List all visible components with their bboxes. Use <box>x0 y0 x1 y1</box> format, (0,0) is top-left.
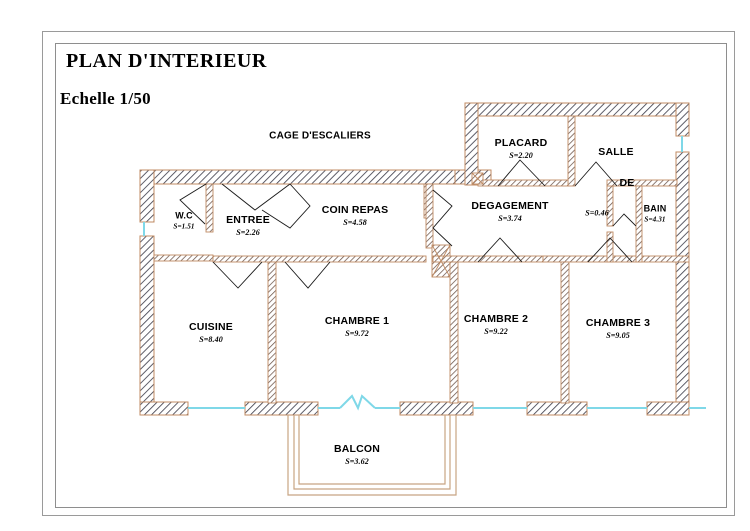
room-label-coin-repas: COIN REPAS S=4.58 <box>322 204 389 228</box>
room-name: CHAMBRE 3 <box>585 316 651 329</box>
scale-label: Echelle 1/50 <box>60 89 151 108</box>
door-chambre1 <box>284 261 331 289</box>
room-name: CHAMBRE 1 <box>324 314 390 327</box>
room-area: S=3.62 <box>345 457 369 467</box>
duct-cross-mark <box>431 244 451 278</box>
balcony-door-break <box>339 394 376 411</box>
wall-left-exterior-b <box>139 235 155 416</box>
room-name: BALCON <box>333 442 381 455</box>
wall-bottom-seg-3 <box>399 401 474 416</box>
partition-niche-right <box>635 185 643 263</box>
partition-below-degagement <box>432 255 544 263</box>
label-salle: SALLE <box>598 146 634 158</box>
wall-right-upper-a <box>675 102 690 137</box>
balcony-edge-outer <box>287 415 457 496</box>
label-de: DE <box>619 177 635 189</box>
room-area: S=0.46 <box>585 208 609 218</box>
room-area: S=1.51 <box>173 222 195 231</box>
room-area: S=9.22 <box>484 327 508 337</box>
door-cuisine <box>212 261 263 289</box>
room-area: S=8.40 <box>199 335 223 345</box>
room-label-degagement: DEGAGEMENT S=3.74 <box>471 200 548 224</box>
label-niche-area: S=0.46 <box>585 208 609 219</box>
room-area: S=4.58 <box>343 218 367 228</box>
wall-bottom-seg-5 <box>646 401 690 416</box>
partition-wc-horizontal <box>153 254 214 262</box>
partition-placard-bottom <box>477 179 569 187</box>
room-label-chambre-2: CHAMBRE 2 S=9.22 <box>464 313 528 337</box>
room-area: S=9.72 <box>345 329 369 339</box>
room-area: S=4.31 <box>644 215 666 224</box>
room-name: CUISINE <box>189 320 233 333</box>
wall-left-upper-block <box>464 102 479 186</box>
room-label-bain: BAIN S=4.31 <box>644 203 667 224</box>
door-bain <box>574 161 618 187</box>
room-label-cuisine: CUISINE S=8.40 <box>189 321 233 345</box>
wall-group-interior <box>153 115 690 404</box>
page-title: PLAN D'INTERIEUR <box>66 50 267 72</box>
door-niche <box>612 213 637 227</box>
wall-left-exterior-a <box>139 169 155 223</box>
room-area: S=9.05 <box>606 331 630 341</box>
balcony-edge-inner <box>293 415 451 490</box>
wall-group-exterior <box>139 102 690 416</box>
wall-top-main <box>139 169 471 185</box>
sheet-frame-inner <box>55 43 727 508</box>
room-name: PLACARD <box>494 136 548 149</box>
partition-below-degagement-2 <box>542 255 690 263</box>
room-area: S=2.26 <box>236 228 260 238</box>
window-group <box>143 136 706 411</box>
partition-below-entree <box>212 255 427 263</box>
wall-top-upper-block <box>464 102 690 117</box>
partition-bain-left <box>606 185 614 227</box>
wall-bottom-seg-2 <box>244 401 319 416</box>
door-entree-outer <box>221 183 291 211</box>
wall-bottom-seg-4 <box>526 401 588 416</box>
door-group <box>179 159 637 289</box>
duct-cross-mark-small <box>471 172 484 185</box>
room-label-wc: W.C S=1.51 <box>173 210 194 231</box>
label-cage-escaliers: CAGE D'ESCALIERS <box>269 130 371 142</box>
room-name: W.C <box>175 210 193 221</box>
room-label-chambre-1: CHAMBRE 1 S=9.72 <box>325 315 389 339</box>
room-label-chambre-3: CHAMBRE 3 S=9.05 <box>586 317 650 341</box>
door-entree-fold <box>261 183 311 229</box>
partition-wc-vertical <box>205 183 214 233</box>
room-label-entree: ENTREE S=2.26 <box>226 214 270 238</box>
partition-chambre1-chambre2 <box>449 261 459 404</box>
partition-cuisine-chambre1 <box>267 261 277 404</box>
door-chambre3 <box>587 237 633 263</box>
balcony-edge-inner2 <box>298 415 446 485</box>
partition-bain-left-lower <box>606 231 614 263</box>
room-area: S=3.74 <box>498 214 522 224</box>
partition-bain-top <box>606 179 678 187</box>
door-coinrepas-degagement <box>432 189 453 247</box>
door-chambre2 <box>477 237 523 263</box>
balcony-outline <box>287 415 457 496</box>
door-placard <box>497 159 546 187</box>
room-label-balcon: BALCON S=3.62 <box>334 443 380 467</box>
room-name: ENTREE <box>226 213 270 226</box>
room-name: COIN REPAS <box>321 203 389 216</box>
room-name: DEGAGEMENT <box>471 199 549 212</box>
partition-chambre2-chambre3 <box>560 261 570 404</box>
wall-bottom-seg-1 <box>139 401 189 416</box>
partition-placard-bain <box>567 115 576 187</box>
room-label-placard: PLACARD S=2.20 <box>495 137 548 161</box>
room-name: BAIN <box>643 203 667 214</box>
room-name: CHAMBRE 2 <box>463 312 529 325</box>
partition-coinrepas-degagement <box>425 183 434 249</box>
door-wc <box>179 183 207 225</box>
room-area: S=2.20 <box>509 151 533 161</box>
wall-right-upper-b <box>675 151 690 416</box>
